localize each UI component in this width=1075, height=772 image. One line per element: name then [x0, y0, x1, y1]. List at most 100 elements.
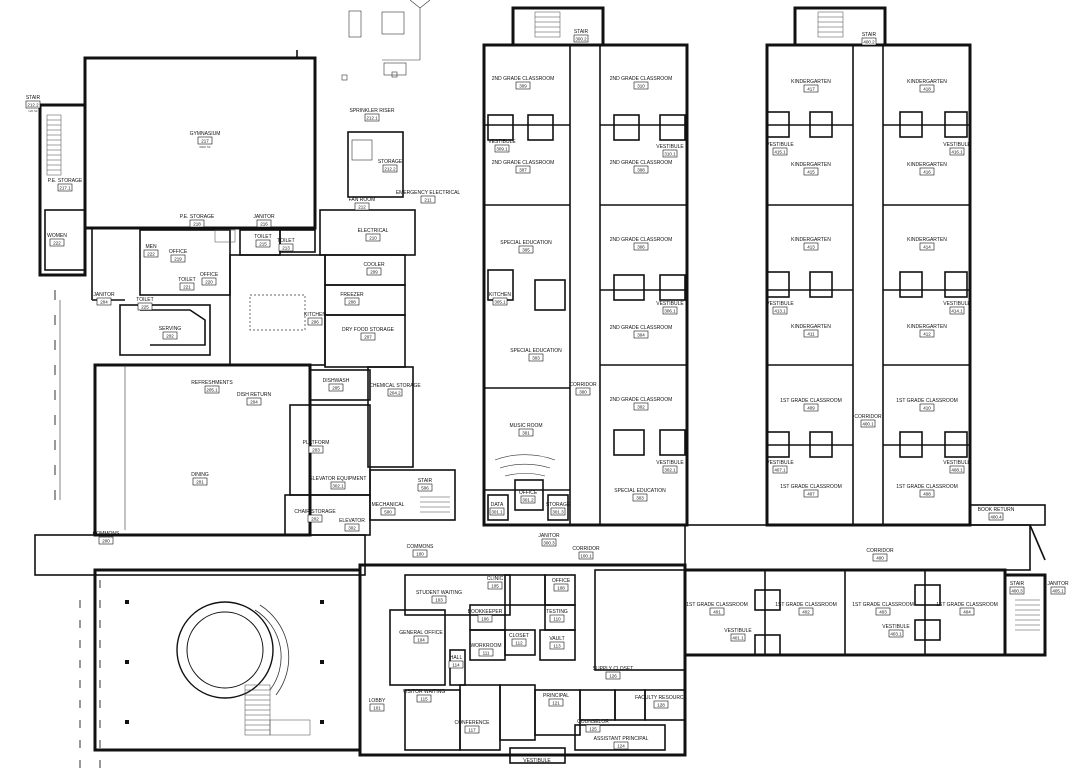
room-number-tag	[803, 84, 819, 93]
room-number: 409	[807, 406, 815, 411]
room-name: MUSIC ROOM	[509, 423, 542, 429]
room-number: 403.1	[890, 632, 902, 637]
room-number-tag	[330, 481, 346, 490]
room-name: CORRIDOR	[866, 548, 894, 554]
room-name: KINDERGARTEN	[791, 79, 831, 85]
room-number-tag	[861, 37, 877, 46]
room-number: 401.1	[732, 636, 744, 641]
room-number: 204	[100, 300, 108, 305]
room-name: TOILET	[254, 234, 271, 240]
room-name: VESTIBULE	[766, 142, 794, 148]
room-number: 215	[259, 242, 267, 247]
room-number: 100.1	[580, 554, 592, 559]
room-name: VESTIBULE	[766, 460, 794, 466]
room-label: VESTIBULE 408.1	[943, 460, 971, 474]
room-number: 200	[102, 539, 110, 544]
room-name: COOLER	[363, 262, 385, 268]
room-name: VESTIBULE	[724, 628, 752, 634]
room-label: TOILET 215	[254, 234, 272, 248]
room-name: KINDERGARTEN	[907, 324, 947, 330]
room-number-tag	[307, 514, 323, 523]
room-number: 114	[452, 663, 460, 668]
room-label: VESTIBULE 401.1	[724, 628, 752, 642]
room-number: 408.1	[951, 468, 963, 473]
room-name: TESTING	[546, 609, 568, 615]
room-number-tag	[278, 243, 294, 252]
room-number-tag	[633, 402, 649, 411]
room-number: 407	[807, 492, 815, 497]
room-name: COMMONS	[93, 531, 120, 537]
room-label: COMMONS 200	[93, 531, 120, 545]
room-name: 1ST GRADE CLASSROOM	[936, 602, 998, 608]
room-number-tag	[515, 165, 531, 174]
room-number: 225	[141, 305, 149, 310]
room-number-tag	[949, 465, 965, 474]
room-number: 306.1	[664, 309, 676, 314]
room-number-tag	[632, 493, 648, 502]
room-number: 418	[923, 87, 931, 92]
room-number: 206	[311, 320, 319, 325]
room-number: 400.4	[990, 515, 1002, 520]
room-number-tag	[308, 445, 324, 454]
room-number-tag	[875, 607, 891, 616]
room-number: 301.3	[552, 510, 564, 515]
room-number-tag	[919, 403, 935, 412]
room-name: VESTIBULE	[943, 460, 971, 466]
room-name: 1ST GRADE CLASSROOM	[852, 602, 914, 608]
room-number-tag	[730, 633, 746, 642]
room-number: 222	[53, 241, 61, 246]
room-number: 204	[250, 400, 258, 405]
room-number-tag	[550, 507, 566, 516]
room-number-tag	[179, 282, 195, 291]
room-number: 302.1	[332, 484, 344, 489]
room-number-tag	[573, 34, 589, 43]
room-number: 212	[358, 205, 366, 210]
room-name: SPECIAL EDUCATION	[614, 488, 666, 494]
room-number-tag	[354, 202, 370, 211]
room-name: VAULT	[549, 636, 564, 642]
room-name: KINDERGARTEN	[907, 162, 947, 168]
room-number: 210	[369, 236, 377, 241]
room-name: STUDENT WAITING	[416, 590, 462, 596]
room-number: 205	[332, 386, 340, 391]
room-number-tag	[307, 317, 323, 326]
room-name: LOBBY	[369, 698, 386, 704]
room-number: 301.2	[522, 498, 534, 503]
room-number: 222	[147, 252, 155, 257]
room-number: 125	[589, 727, 597, 732]
room-number: 415	[807, 170, 815, 175]
room-number-tag	[1009, 586, 1025, 595]
room-number-tag	[492, 297, 508, 306]
room-name: 2ND GRADE CLASSROOM	[610, 76, 673, 82]
room-number-tag	[528, 353, 544, 362]
room-name: SERVING	[159, 326, 182, 332]
room-name: 1ST GRADE CLASSROOM	[686, 602, 748, 608]
room-number: 408	[923, 492, 931, 497]
room-number-tag	[96, 297, 112, 306]
room-number: 416.1	[951, 150, 963, 155]
room-number-tag	[662, 465, 678, 474]
